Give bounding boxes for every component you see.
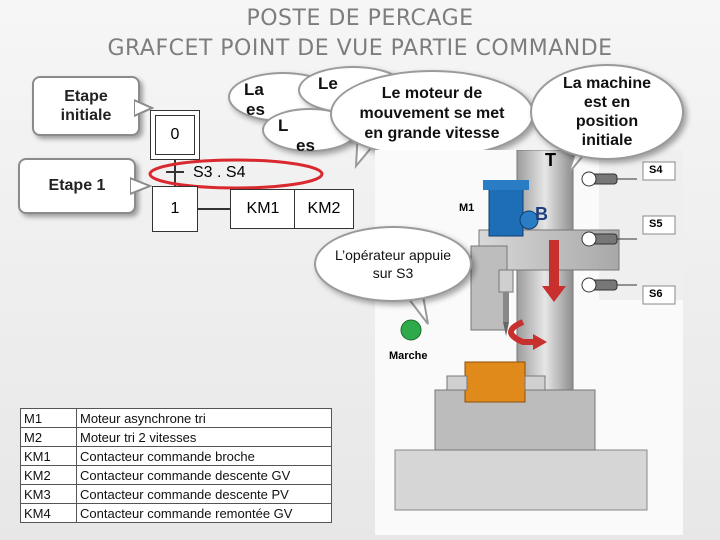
- callout-initial-step-pointer: [134, 98, 154, 118]
- sensor-label-s6: S6: [649, 288, 663, 300]
- grafcet-action-km2: KM2: [294, 189, 354, 229]
- grafcet-step1: 1: [152, 186, 198, 232]
- legend-description: Contacteur commande descente PV: [76, 484, 332, 504]
- marche-button-label: Marche: [389, 350, 428, 362]
- grafcet-step0-label: 0: [155, 115, 195, 155]
- legend-code: M2: [20, 427, 77, 447]
- bubble-hidden-e: es: [296, 136, 315, 155]
- slide-title: POSTE DE PERCAGE: [246, 6, 474, 31]
- callout-step1-pointer: [130, 176, 152, 196]
- legend-description: Contacteur commande remontée GV: [76, 503, 332, 523]
- machine-label-b: B: [535, 204, 548, 224]
- legend-description: Contacteur commande broche: [76, 446, 332, 466]
- grafcet-action-km1: KM1: [230, 189, 296, 229]
- callout-initial-step: Etape initiale: [32, 76, 140, 136]
- sensor-label-s4: S4: [649, 164, 663, 176]
- grafcet-transition-label: S3 . S4: [193, 164, 246, 181]
- legend-description: Moteur asynchrone tri: [76, 408, 332, 428]
- machine-label-t: T: [545, 150, 556, 170]
- grafcet-transition-bar: [166, 171, 184, 173]
- grafcet-link: [174, 160, 176, 186]
- bubble-motor-speed: Le moteur de mouvement se met en grande …: [330, 70, 534, 158]
- callout-step1: Etape 1: [18, 158, 136, 214]
- legend-code: KM1: [20, 446, 77, 466]
- grafcet-action-link: [198, 208, 232, 210]
- legend-code: KM3: [20, 484, 77, 504]
- drilling-machine-svg: [375, 149, 683, 535]
- bubble-hidden-b: es: [246, 100, 265, 119]
- legend-description: Contacteur commande descente GV: [76, 465, 332, 485]
- grafcet-initial-step: 0: [150, 110, 200, 160]
- slide-subtitle: GRAFCET POINT DE VUE PARTIE COMMANDE: [107, 36, 613, 61]
- legend-code: KM2: [20, 465, 77, 485]
- transition-highlight-ellipse: [148, 158, 324, 190]
- legend-code: M1: [20, 408, 77, 428]
- bubble-machine-position: La machine est en position initiale: [530, 64, 684, 160]
- legend-description: Moteur tri 2 vitesses: [76, 427, 332, 447]
- sensor-label-s5: S5: [649, 218, 663, 230]
- bubble-operator-action: L’opérateur appuie sur S3: [314, 226, 472, 302]
- legend-code: KM4: [20, 503, 77, 523]
- drilling-machine-illustration: T B M1 S4 S5 S6 Marche: [375, 149, 683, 535]
- machine-label-m1: M1: [459, 202, 475, 214]
